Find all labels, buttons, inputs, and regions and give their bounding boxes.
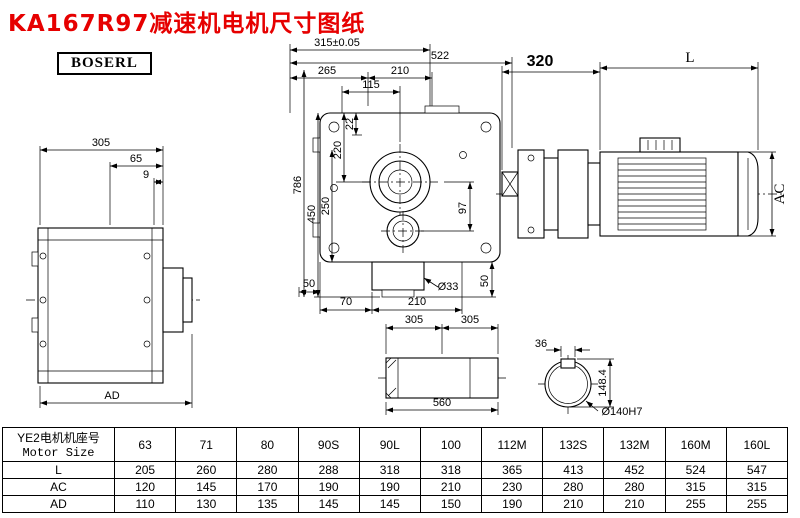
dim-value: 190 xyxy=(358,478,421,496)
dim-shaft-305b: 305 xyxy=(461,314,479,326)
dim-motor-L: L xyxy=(685,50,694,66)
size-col: 132M xyxy=(603,427,666,462)
dim-value: 452 xyxy=(603,461,666,479)
dim-front-97: 97 xyxy=(457,202,469,214)
dim-value: 315 xyxy=(664,478,727,496)
brand-logo: BOSERL xyxy=(57,52,152,75)
dim-value: 547 xyxy=(725,461,789,479)
dim-value: 130 xyxy=(175,495,238,513)
size-col: 63 xyxy=(113,427,177,462)
dim-motor-320: 320 xyxy=(527,53,554,70)
shaft-view: 305 305 560 xyxy=(378,314,506,415)
dim-front-220: 220 xyxy=(332,141,344,159)
size-col: 90L xyxy=(358,427,421,462)
dim-front-210: 210 xyxy=(391,65,409,77)
dim-value: 135 xyxy=(236,495,299,513)
dim-value: 280 xyxy=(603,478,666,496)
dim-value: 145 xyxy=(297,495,360,513)
header-label-en: Motor Size xyxy=(22,446,95,460)
row-label: L xyxy=(2,461,115,479)
dim-front-315: 315±0.05 xyxy=(314,37,360,49)
row-label: AC xyxy=(2,478,115,496)
dim-value: 190 xyxy=(297,478,360,496)
table-row: AD 110 130 135 145 145 150 190 210 210 2… xyxy=(2,495,789,513)
dim-section-148-4: 148.4 xyxy=(597,369,609,397)
dim-front-210b: 210 xyxy=(408,296,426,308)
dim-value: 255 xyxy=(664,495,727,513)
table-row: AC 120 145 170 190 190 210 230 280 280 3… xyxy=(2,478,789,496)
dim-front-22: 22 xyxy=(344,118,356,130)
dim-value: 210 xyxy=(419,478,483,496)
size-col: 160M xyxy=(664,427,727,462)
left-side-view: 305 65 9 AD xyxy=(26,137,200,408)
dim-value: 145 xyxy=(175,478,238,496)
dim-value: 110 xyxy=(113,495,177,513)
dim-value: 170 xyxy=(236,478,299,496)
dim-front-265: 265 xyxy=(318,65,336,77)
table-header-cell: YE2电机机座号 Motor Size xyxy=(2,427,115,462)
dim-left-65: 65 xyxy=(130,153,142,165)
size-col: 71 xyxy=(175,427,238,462)
motor-size-table: YE2电机机座号 Motor Size 63 71 80 90S 90L 100… xyxy=(2,427,789,513)
size-col: 90S xyxy=(297,427,360,462)
dim-value: 150 xyxy=(419,495,483,513)
dim-front-dia33: Ø33 xyxy=(438,281,459,293)
size-col: 80 xyxy=(236,427,299,462)
dim-value: 280 xyxy=(542,478,605,496)
dim-value: 210 xyxy=(542,495,605,513)
dim-value: 205 xyxy=(113,461,177,479)
front-view: 315±0.05 522 265 210 115 22 220 250 450 … xyxy=(289,37,513,314)
dim-value: 280 xyxy=(236,461,299,479)
dim-front-786: 786 xyxy=(292,176,304,194)
dim-value: 288 xyxy=(297,461,360,479)
dim-value: 365 xyxy=(481,461,544,479)
dim-value: 255 xyxy=(725,495,789,513)
dim-left-9: 9 xyxy=(143,169,149,181)
dim-front-50-left: 50 xyxy=(303,278,315,290)
page-title: KA167R97减速机电机尺寸图纸 xyxy=(8,11,366,37)
dim-shaft-560: 560 xyxy=(433,397,451,409)
dim-front-522: 522 xyxy=(431,50,449,62)
dim-value: 524 xyxy=(664,461,727,479)
size-col: 160L xyxy=(725,427,789,462)
dim-front-450: 450 xyxy=(306,205,318,223)
dim-value: 210 xyxy=(603,495,666,513)
dim-front-250: 250 xyxy=(320,197,332,215)
dim-value: 318 xyxy=(419,461,483,479)
motor-view: 320 L AC xyxy=(496,50,788,239)
size-col: 112M xyxy=(481,427,544,462)
dim-value: 318 xyxy=(358,461,421,479)
dim-value: 230 xyxy=(481,478,544,496)
dim-shaft-305a: 305 xyxy=(405,314,423,326)
dim-front-115: 115 xyxy=(362,79,380,91)
dim-left-305: 305 xyxy=(92,137,110,149)
header-label-cn: YE2电机机座号 xyxy=(17,431,100,445)
dim-value: 315 xyxy=(725,478,789,496)
dim-value: 120 xyxy=(113,478,177,496)
dim-section-36: 36 xyxy=(535,338,547,350)
dim-value: 190 xyxy=(481,495,544,513)
dim-left-ad: AD xyxy=(104,390,119,402)
dim-front-70: 70 xyxy=(340,296,352,308)
dim-front-50-right: 50 xyxy=(479,275,491,287)
dim-value: 413 xyxy=(542,461,605,479)
dim-motor-AC: AC xyxy=(772,184,788,205)
dim-value: 145 xyxy=(358,495,421,513)
table-header-row: YE2电机机座号 Motor Size 63 71 80 90S 90L 100… xyxy=(2,427,789,462)
row-label: AD xyxy=(2,495,115,513)
technical-drawing: 305 65 9 AD xyxy=(26,37,788,418)
dim-value: 260 xyxy=(175,461,238,479)
size-col: 100 xyxy=(419,427,483,462)
size-col: 132S xyxy=(542,427,605,462)
table-row: L 205 260 280 288 318 318 365 413 452 52… xyxy=(2,461,789,479)
dim-section-dia140: Ø140H7 xyxy=(602,406,643,418)
shaft-section-view: 36 148.4 Ø140H7 xyxy=(535,338,643,418)
